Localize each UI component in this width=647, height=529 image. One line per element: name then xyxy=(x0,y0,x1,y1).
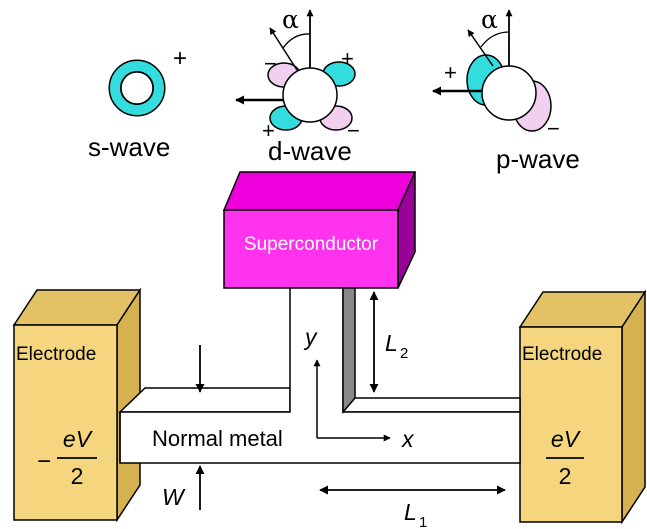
p-wave-rotated-arrow xyxy=(467,29,494,67)
left-voltage-denominator: 2 xyxy=(71,463,84,489)
s-wave-symbol: + s-wave xyxy=(88,45,187,162)
length-l2-indicator: L 2 xyxy=(369,291,408,393)
right-voltage-denominator: 2 xyxy=(559,463,572,489)
d-wave-rotated-arrow xyxy=(269,27,298,71)
y-axis-label: y xyxy=(303,324,318,350)
p-wave-label: p-wave xyxy=(496,144,580,174)
right-electrode-label: Electrode xyxy=(522,344,602,365)
vertical-branch-side xyxy=(342,287,356,415)
d-wave-angle-arc xyxy=(282,33,311,49)
d-wave-sign: + xyxy=(341,46,354,71)
l1-subscript: 1 xyxy=(419,514,427,529)
superconductor-block: Superconductor xyxy=(222,171,417,289)
p-wave-sign: − xyxy=(547,116,560,141)
s-wave-label: s-wave xyxy=(88,132,170,162)
width-indicator: W xyxy=(162,345,205,510)
p-wave-angle: α xyxy=(481,5,498,34)
p-wave-symbol: α + − p-wave xyxy=(432,5,580,174)
normal-metal-label: Normal metal xyxy=(152,426,283,451)
d-wave-angle: α xyxy=(282,5,299,34)
d-wave-label: d-wave xyxy=(268,136,352,166)
d-wave-sign: − xyxy=(347,118,360,143)
length-l1-indicator: L 1 xyxy=(319,485,506,529)
superconductor-label: Superconductor xyxy=(244,234,379,255)
coordinate-axes: y x xyxy=(303,324,415,452)
width-label: W xyxy=(162,484,186,510)
p-wave-sign: + xyxy=(444,60,457,85)
l1-label: L xyxy=(404,499,417,525)
right-voltage-numerator: eV xyxy=(551,426,582,452)
l2-label: L xyxy=(385,330,398,356)
left-voltage-sign: − xyxy=(37,448,51,475)
x-axis-label: x xyxy=(401,426,415,452)
p-wave-angle-arc xyxy=(480,31,510,48)
normal-metal-wire: Normal metal xyxy=(118,287,521,464)
d-wave-symbol: α − + + − d-wave xyxy=(235,5,360,166)
left-electrode-label: Electrode xyxy=(16,344,96,365)
l2-subscript: 2 xyxy=(400,345,408,362)
left-electrode: Electrode − eV 2 xyxy=(12,287,142,523)
right-electrode: Electrode eV 2 xyxy=(518,289,647,525)
left-voltage-numerator: eV xyxy=(63,426,94,452)
s-wave-sign: + xyxy=(173,45,187,72)
d-wave-sign: − xyxy=(264,51,277,76)
d-wave-sign: + xyxy=(262,118,275,143)
